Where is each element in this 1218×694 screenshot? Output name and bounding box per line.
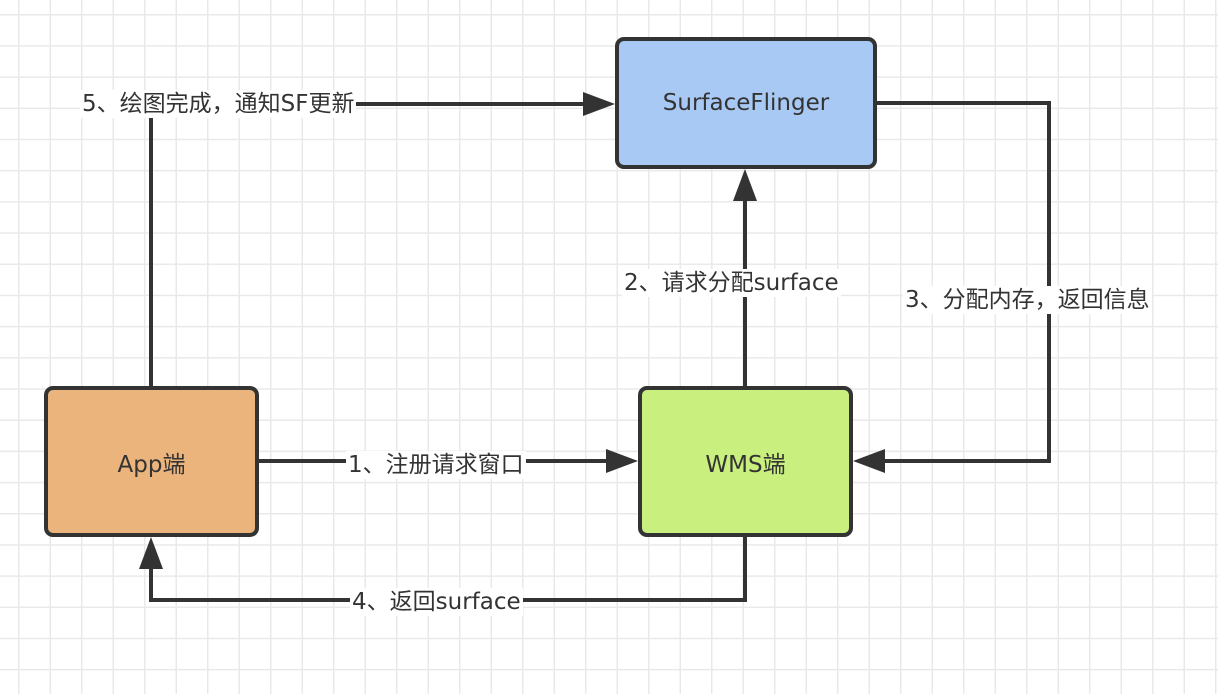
node-wms-label: WMS端	[705, 451, 786, 478]
node-app-label: App端	[117, 451, 186, 478]
node-wms[interactable]: WMS端	[638, 386, 853, 537]
node-surfaceflinger[interactable]: SurfaceFlinger	[615, 37, 877, 169]
edge-4-arrowhead-icon	[139, 537, 163, 569]
node-app[interactable]: App端	[44, 386, 259, 537]
edge-1-label: 1、注册请求窗口	[346, 451, 526, 479]
edge-2-label: 2、请求分配surface	[622, 269, 841, 297]
node-surfaceflinger-label: SurfaceFlinger	[662, 90, 830, 116]
edge-5-label: 5、绘图完成，通知SF更新	[80, 90, 357, 118]
edge-1-arrowhead-icon	[606, 449, 638, 473]
edge-3-label: 3、分配内存，返回信息	[903, 286, 1152, 314]
edge-5-arrowhead-icon	[583, 92, 615, 116]
edge-3-line[interactable]	[877, 101, 1051, 463]
edge-5-line[interactable]	[149, 102, 584, 386]
edge-2-arrowhead-icon	[733, 169, 757, 201]
edge-4-label: 4、返回surface	[350, 588, 523, 616]
edge-3-arrowhead-icon	[853, 449, 885, 473]
